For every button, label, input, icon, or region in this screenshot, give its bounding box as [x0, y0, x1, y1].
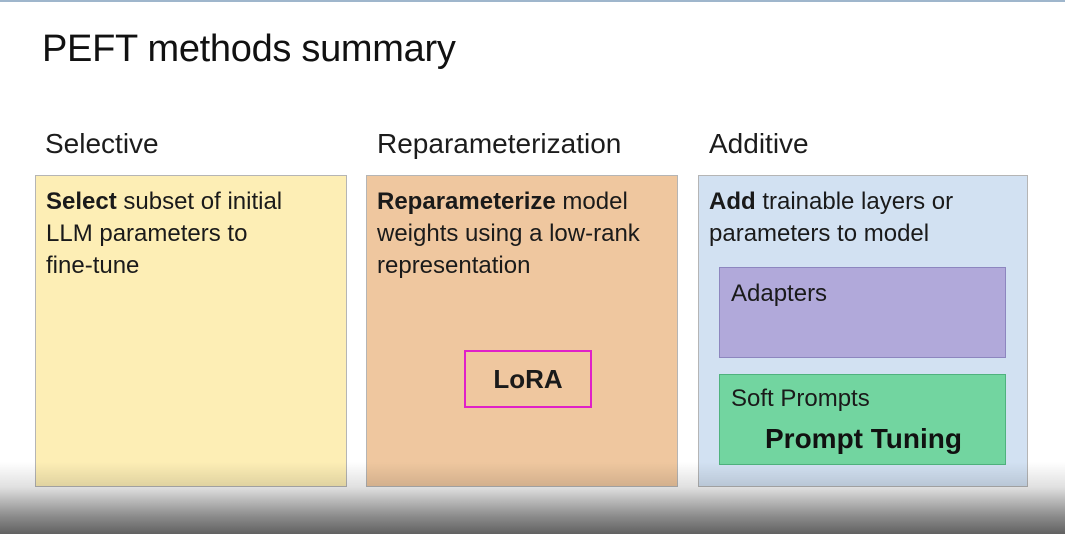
selective-line-1: subset of initial	[116, 188, 283, 215]
selective-keyword: Select	[46, 188, 117, 215]
reparameterization-line-1: model	[555, 188, 628, 215]
selective-line-2: LLM parameters to	[46, 220, 248, 247]
lora-box: LoRA	[464, 350, 592, 408]
selective-line-3: fine-tune	[46, 252, 140, 279]
heading-additive: Additive	[709, 128, 809, 159]
slide-title: PEFT methods summary	[42, 28, 456, 70]
heading-selective: Selective	[45, 128, 159, 159]
adapters-box: Adapters	[719, 267, 1006, 358]
selective-description: Select subset of initial LLM parameters …	[46, 186, 282, 282]
soft-prompts-label: Soft Prompts	[731, 385, 870, 412]
selective-card: Select subset of initial LLM parameters …	[35, 175, 347, 487]
reparameterization-keyword: Reparameterize	[377, 188, 556, 215]
reparameterization-description: Reparameterize model weights using a low…	[377, 186, 640, 282]
top-rule	[0, 0, 1065, 2]
additive-card: Add trainable layers or parameters to mo…	[698, 175, 1028, 487]
lora-label: LoRA	[493, 363, 563, 394]
additive-description: Add trainable layers or parameters to mo…	[709, 186, 953, 250]
reparameterization-line-3: representation	[377, 252, 531, 279]
reparameterization-line-2: weights using a low-rank	[377, 220, 640, 247]
adapters-label: Adapters	[731, 280, 828, 307]
heading-reparameterization: Reparameterization	[377, 128, 622, 159]
soft-prompts-box: Soft Prompts Prompt Tuning	[719, 374, 1006, 465]
prompt-tuning-label: Prompt Tuning	[765, 423, 962, 454]
additive-keyword: Add	[709, 188, 756, 215]
reparameterization-card: Reparameterize model weights using a low…	[366, 175, 678, 487]
additive-line-2: parameters to model	[709, 220, 930, 247]
additive-line-1: trainable layers or	[755, 188, 954, 215]
